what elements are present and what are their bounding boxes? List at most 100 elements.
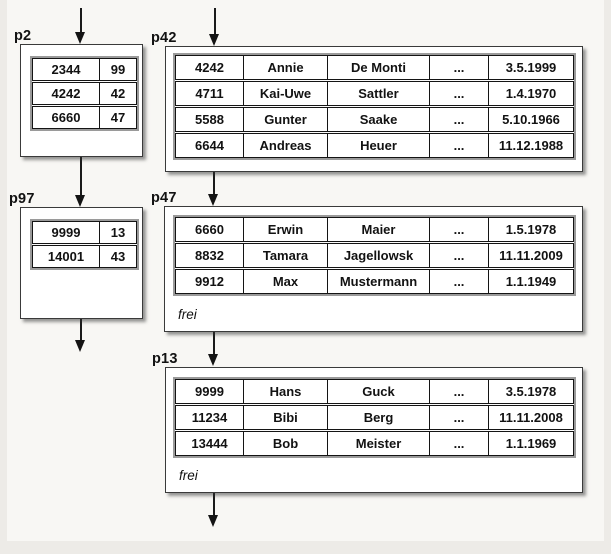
table-cell: Tamara xyxy=(244,244,328,267)
table-cell: 5588 xyxy=(176,108,244,131)
table-cell: 4242 xyxy=(176,56,244,79)
page-label-p47: p47 xyxy=(151,190,177,206)
table-cell: 4711 xyxy=(176,82,244,105)
arrow-down-icon xyxy=(208,354,219,366)
free-space-label: frei xyxy=(178,307,197,322)
table-cell: Max xyxy=(244,270,328,293)
table-cell: ... xyxy=(430,244,489,267)
table-cell: Maier xyxy=(328,218,430,241)
table-cell: Bibi xyxy=(244,406,328,429)
arrow-down-icon xyxy=(75,340,86,352)
table-cell: 1.5.1978 xyxy=(505,222,557,237)
table-row: 6660 47 xyxy=(32,106,137,129)
table-cell: 6660 xyxy=(33,107,100,128)
table-cell: 11.11.2008 xyxy=(499,410,563,425)
table-cell: 9999 xyxy=(176,380,244,403)
arrow-line xyxy=(213,493,215,516)
table-cell: 43 xyxy=(110,249,126,264)
arrow-down-icon xyxy=(208,515,219,527)
table-cell: 9999 xyxy=(33,222,100,243)
table-cell: Mustermann xyxy=(328,270,430,293)
arrow-out-of-p97 xyxy=(75,319,87,352)
table-cell: 4242 xyxy=(33,83,100,104)
table-cell: 13444 xyxy=(176,432,244,455)
table-cell: ... xyxy=(430,82,489,105)
arrow-out-of-p13 xyxy=(208,493,220,527)
table-cell: 1.1.1969 xyxy=(505,436,557,451)
table-cell: Meister xyxy=(328,432,430,455)
table-cell: 13 xyxy=(110,225,126,240)
table-row: 14001 43 xyxy=(32,245,137,268)
table-cell: Kai-Uwe xyxy=(244,82,328,105)
arrow-p42-to-p47 xyxy=(208,172,220,206)
table-cell: Heuer xyxy=(328,134,430,157)
table-row: 2344 99 xyxy=(32,58,137,81)
table-cell: 3.5.1978 xyxy=(505,384,557,399)
arrow-p47-to-p13 xyxy=(208,332,220,366)
arrow-line xyxy=(213,172,215,195)
arrow-down-icon xyxy=(208,194,219,206)
table-cell: 11.11.2009 xyxy=(499,248,563,263)
table-cell: Guck xyxy=(328,380,430,403)
arrow-line xyxy=(80,319,82,341)
table-cell: ... xyxy=(430,134,489,157)
arrow-into-p2 xyxy=(75,8,87,44)
table-cell: Bob xyxy=(244,432,328,455)
table-cell: ... xyxy=(430,406,489,429)
table-cell: Gunter xyxy=(244,108,328,131)
table-cell: 9912 xyxy=(176,270,244,293)
free-space-label: frei xyxy=(179,468,198,483)
table-cell: 1.4.1970 xyxy=(505,86,557,101)
page-label-p2: p2 xyxy=(14,28,32,44)
table-cell: ... xyxy=(430,108,489,131)
table-cell: 2344 xyxy=(33,59,100,80)
table-cell: Jagellowsk xyxy=(328,244,430,267)
table-cell: Hans xyxy=(244,380,328,403)
table-cell: ... xyxy=(430,56,489,79)
table-cell: Saake xyxy=(328,108,430,131)
index-table-p97: 9999 13 14001 43 xyxy=(30,219,139,270)
table-cell: Erwin xyxy=(244,218,328,241)
table-cell: Annie xyxy=(244,56,328,79)
table-cell: 42 xyxy=(110,86,126,101)
table-cell: ... xyxy=(430,270,489,293)
table-cell: 6644 xyxy=(176,134,244,157)
table-cell: 1.1.1949 xyxy=(505,274,557,289)
arrow-line xyxy=(213,332,215,355)
arrow-line xyxy=(80,157,82,196)
table-cell: 6660 xyxy=(176,218,244,241)
table-cell: ... xyxy=(430,380,489,403)
page-label-p42: p42 xyxy=(151,30,177,46)
arrow-down-icon xyxy=(209,34,220,46)
table-cell: 3.5.1999 xyxy=(505,60,557,75)
table-cell: Sattler xyxy=(328,82,430,105)
table-cell: 14001 xyxy=(33,246,100,267)
table-cell: 47 xyxy=(110,110,126,125)
arrow-down-icon xyxy=(75,195,86,207)
table-cell: 99 xyxy=(110,62,126,77)
table-cell: 5.10.1966 xyxy=(502,112,560,127)
page-box-p97: 9999 13 14001 43 xyxy=(20,207,143,319)
arrow-down-icon xyxy=(75,32,86,44)
table-cell: ... xyxy=(430,218,489,241)
page-label-p13: p13 xyxy=(152,351,178,367)
arrow-into-p42 xyxy=(209,8,221,46)
table-cell: 8832 xyxy=(176,244,244,267)
table-cell: Berg xyxy=(328,406,430,429)
